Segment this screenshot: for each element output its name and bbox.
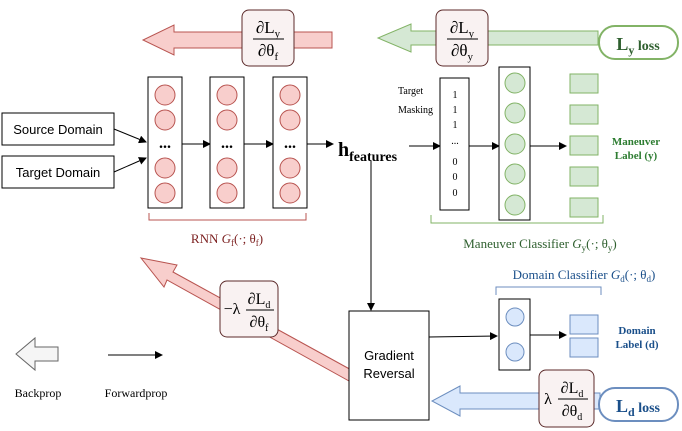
maneuver-caption: Maneuver Classifier Gy(·; θy) (463, 236, 617, 253)
gradient-prefix: λ (544, 391, 552, 408)
target-domain-box: Target Domain (1, 155, 115, 189)
gradient-dLy-dthetaf-card: ∂Ly ∂θf (241, 9, 295, 67)
maneuver-classifier-layer (498, 66, 531, 221)
gradient-numerator: ∂Ld (561, 380, 584, 400)
gradient-neg-lambda-dLd-dthetaf-card: −λ ∂Ld ∂θf (219, 280, 279, 338)
gradient-lambda-dLd-dthetad-card: λ ∂Ld ∂θd (538, 369, 595, 428)
target-to-rnn-arrow (113, 157, 147, 173)
mask-bit: 1 (453, 120, 458, 131)
ld-loss-node: Ld loss (598, 387, 679, 422)
maneuver-label-outputs (569, 73, 599, 218)
domain-label-outputs (569, 314, 599, 358)
maneuver-label-line2: Label (y) (615, 150, 658, 162)
rnn-cell-2: ... (209, 76, 245, 209)
gradient-reversal-line1: Gradient (364, 348, 414, 363)
legend-forwardprop-label: Forwardprop (105, 386, 168, 400)
rnn-cell-1-ellipsis: ... (159, 135, 171, 152)
gradient-numerator: ∂Ly (256, 18, 281, 40)
reversal-to-domain-arrow (428, 332, 498, 341)
gradient-numerator: ∂Ly (450, 18, 475, 40)
gradient-denominator: ∂θf (250, 314, 270, 334)
domain-label-line1: Domain (618, 325, 655, 337)
legend-backprop-arrow (15, 336, 59, 372)
mask-bit: 0 (453, 157, 458, 168)
domain-classifier-layer (498, 298, 531, 371)
gradient-denominator: ∂θf (258, 41, 279, 63)
rnn-cell-3-ellipsis: ... (284, 135, 296, 152)
maneuver-bracket (430, 215, 604, 224)
gradient-prefix: −λ (224, 301, 241, 318)
rnn-cell-3: ... (272, 76, 308, 209)
target-mask-vector: 1 1 1 ... 0 0 0 (439, 77, 470, 211)
domain-label-line2: Label (d) (615, 339, 658, 351)
rnn-bracket (148, 213, 307, 221)
domain-bracket (495, 286, 602, 295)
mask-bit: 0 (453, 188, 458, 199)
source-domain-box: Source Domain (1, 112, 115, 146)
ly-loss-label: Ly loss (616, 34, 660, 57)
rnn-cell-2-ellipsis: ... (221, 135, 233, 152)
legend-backprop-label: Backprop (15, 386, 62, 400)
rnn-cell-1: ... (147, 76, 183, 209)
h-features-label: hfeatures (338, 139, 398, 165)
source-to-rnn-arrow (113, 128, 147, 144)
mask-title-line1: Target (398, 86, 423, 97)
backprop-arrow-red-top (141, 24, 333, 56)
gradient-numerator: ∂Ld (248, 291, 271, 311)
gradient-reversal-box: Gradient Reversal (348, 310, 430, 421)
maneuver-label-line1: Maneuver (612, 136, 660, 148)
mask-title-line2: Masking (398, 105, 433, 116)
domain-caption: Domain Classifier Gd(·; θd) (513, 267, 656, 284)
gradient-reversal-line2: Reversal (363, 366, 414, 381)
rnn-caption: RNN Gf(·; θf) (191, 231, 263, 248)
source-domain-label: Source Domain (13, 122, 103, 137)
gradient-denominator: ∂θd (562, 403, 583, 423)
mask-bit: 1 (453, 105, 458, 116)
mask-bit: ... (451, 136, 459, 147)
gradient-dLy-dthetay-card: ∂Ly ∂θy (435, 9, 489, 67)
ly-loss-node: Ly loss (598, 25, 679, 60)
target-domain-label: Target Domain (16, 165, 101, 180)
ld-loss-label: Ld loss (616, 396, 661, 419)
mask-bit: 0 (453, 172, 458, 183)
mask-bit: 1 (453, 90, 458, 101)
gradient-denominator: ∂θy (451, 41, 474, 63)
